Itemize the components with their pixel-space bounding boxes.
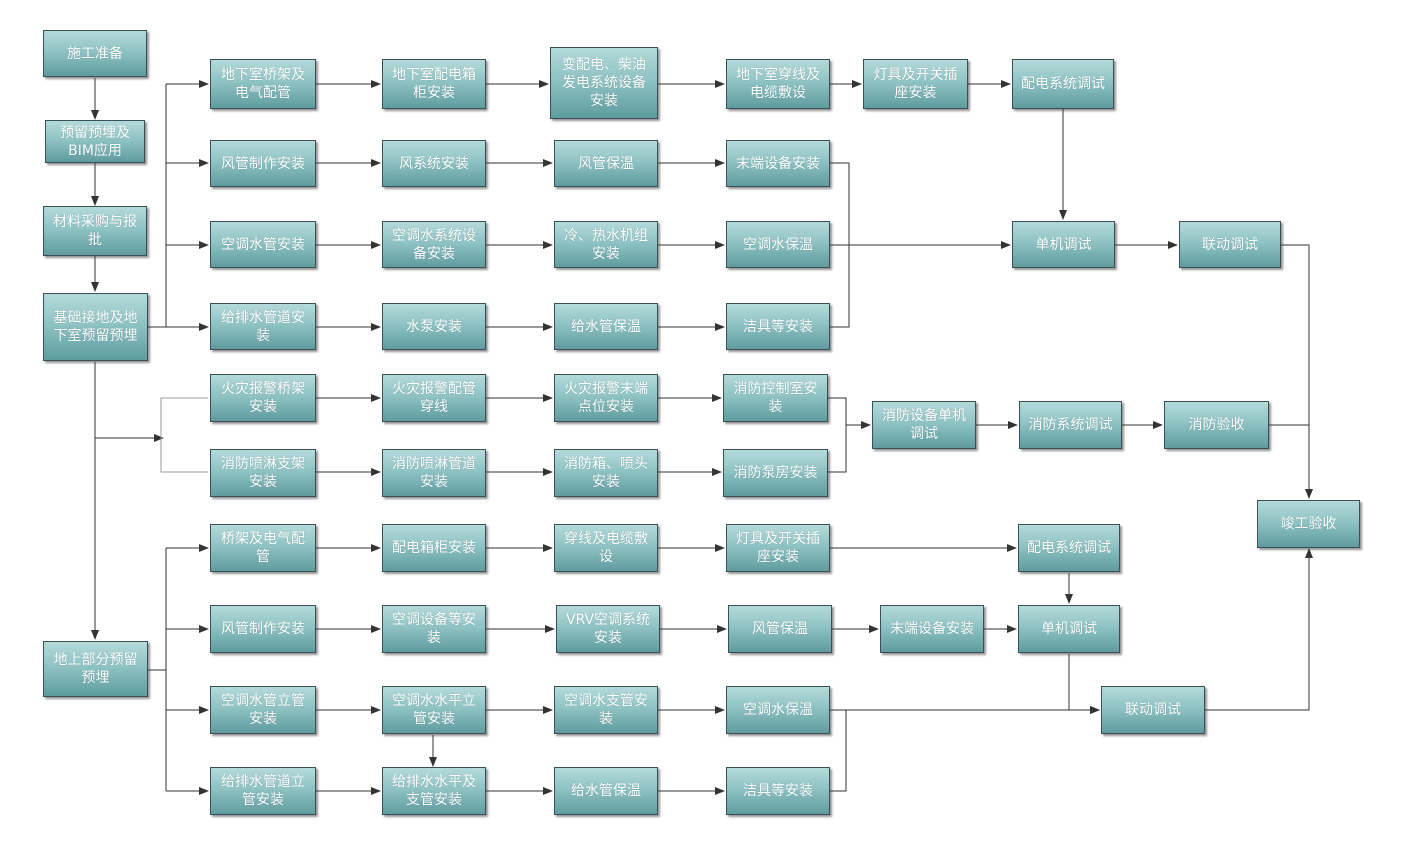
edge [828, 397, 847, 473]
node-lighting-switch-2: 灯具及开关插座安装 [726, 524, 830, 572]
node-above-ground-embedding: 地上部分预留预埋 [43, 641, 148, 697]
node-linkage-test-2: 联动调试 [1101, 686, 1205, 734]
node-ac-equipment: 空调设备等安装 [382, 605, 486, 653]
node-sprinkler-support: 消防喷淋支架安装 [210, 449, 316, 497]
node-duct-insulation: 风管保温 [554, 140, 658, 187]
edge [160, 397, 208, 473]
node-chw-equipment: 空调水系统设备安装 [382, 221, 486, 268]
node-construction-prep: 施工准备 [43, 30, 147, 77]
node-water-pipe-insulation-2: 给水管保温 [554, 767, 658, 815]
node-fire-alarm-wiring: 火灾报警配管穿线 [382, 374, 486, 422]
node-fire-acceptance: 消防验收 [1164, 401, 1269, 449]
node-water-pipe-insulation: 给水管保温 [554, 303, 658, 350]
node-basement-cabling: 地下室穿线及电缆敷设 [726, 59, 830, 109]
node-vrv-system: VRV空调系统安装 [556, 605, 660, 653]
node-basement-embedding: 基础接地及地下室预留预埋 [43, 293, 148, 361]
node-tray-conduit: 桥架及电气配管 [210, 524, 316, 572]
node-basement-panel-install: 地下室配电箱柜安装 [382, 59, 486, 109]
node-completion-acceptance: 竣工验收 [1257, 500, 1360, 548]
node-unit-test-2: 单机调试 [1018, 605, 1120, 653]
node-fire-alarm-tray: 火灾报警桥架安装 [210, 374, 316, 422]
edge [1068, 654, 1100, 714]
node-pump-install: 水泵安装 [382, 303, 486, 350]
node-chw-insulation: 空调水保温 [726, 221, 830, 268]
node-duct-insulation-2: 风管保温 [728, 605, 832, 653]
node-duct-fabrication: 风管制作安装 [210, 140, 316, 187]
node-sanitary-fixtures: 洁具等安装 [726, 303, 830, 350]
edge [1205, 548, 1313, 711]
node-terminal-equipment-2: 末端设备安装 [880, 605, 984, 653]
edge [830, 710, 847, 792]
node-power-system-test-2: 配电系统调试 [1018, 524, 1120, 572]
node-fire-unit-test: 消防设备单机调试 [872, 401, 976, 449]
node-cabling: 穿线及电缆敷设 [554, 524, 658, 572]
node-air-system: 风系统安装 [382, 140, 486, 187]
node-chw-horizontal: 空调水水平立管安装 [382, 686, 486, 734]
node-sanitary-fixtures-2: 洁具等安装 [726, 767, 830, 815]
node-chiller-units: 冷、热水机组安装 [554, 221, 658, 268]
node-terminal-equipment: 末端设备安装 [726, 140, 830, 187]
node-sprinkler-pipe: 消防喷淋管道安装 [382, 449, 486, 497]
node-chw-pipe: 空调水管安装 [210, 221, 316, 268]
node-unit-test: 单机调试 [1012, 221, 1115, 268]
node-chw-insulation-2: 空调水保温 [726, 686, 830, 734]
node-linkage-test: 联动调试 [1179, 221, 1281, 268]
node-drainage-riser: 给排水管道立管安装 [210, 767, 316, 815]
node-fire-box-heads: 消防箱、喷头安装 [554, 449, 658, 497]
node-embedding-bim: 预留预埋及BIM应用 [45, 120, 145, 163]
node-drainage-horizontal: 给排水水平及支管安装 [382, 767, 486, 815]
node-material-purchase: 材料采购与报批 [43, 206, 147, 256]
node-chw-riser: 空调水管立管安装 [210, 686, 316, 734]
node-fire-system-test: 消防系统调试 [1019, 401, 1122, 449]
edge [1281, 244, 1313, 499]
node-power-system-test: 配电系统调试 [1012, 59, 1114, 109]
node-substation-generator: 变配电、柴油发电系统设备安装 [550, 47, 658, 119]
node-fire-control-room: 消防控制室安装 [723, 374, 828, 422]
node-fire-pump-room: 消防泵房安装 [723, 449, 828, 497]
node-chw-branch: 空调水支管安装 [554, 686, 658, 734]
node-fire-alarm-terminals: 火灾报警末端点位安装 [554, 374, 658, 422]
node-lighting-switch: 灯具及开关插座安装 [863, 59, 968, 109]
node-basement-tray-conduit: 地下室桥架及电气配管 [210, 59, 316, 109]
node-drainage-pipe: 给排水管道安装 [210, 303, 316, 350]
node-panel-install: 配电箱柜安装 [382, 524, 486, 572]
node-duct-fabrication-2: 风管制作安装 [210, 605, 316, 653]
